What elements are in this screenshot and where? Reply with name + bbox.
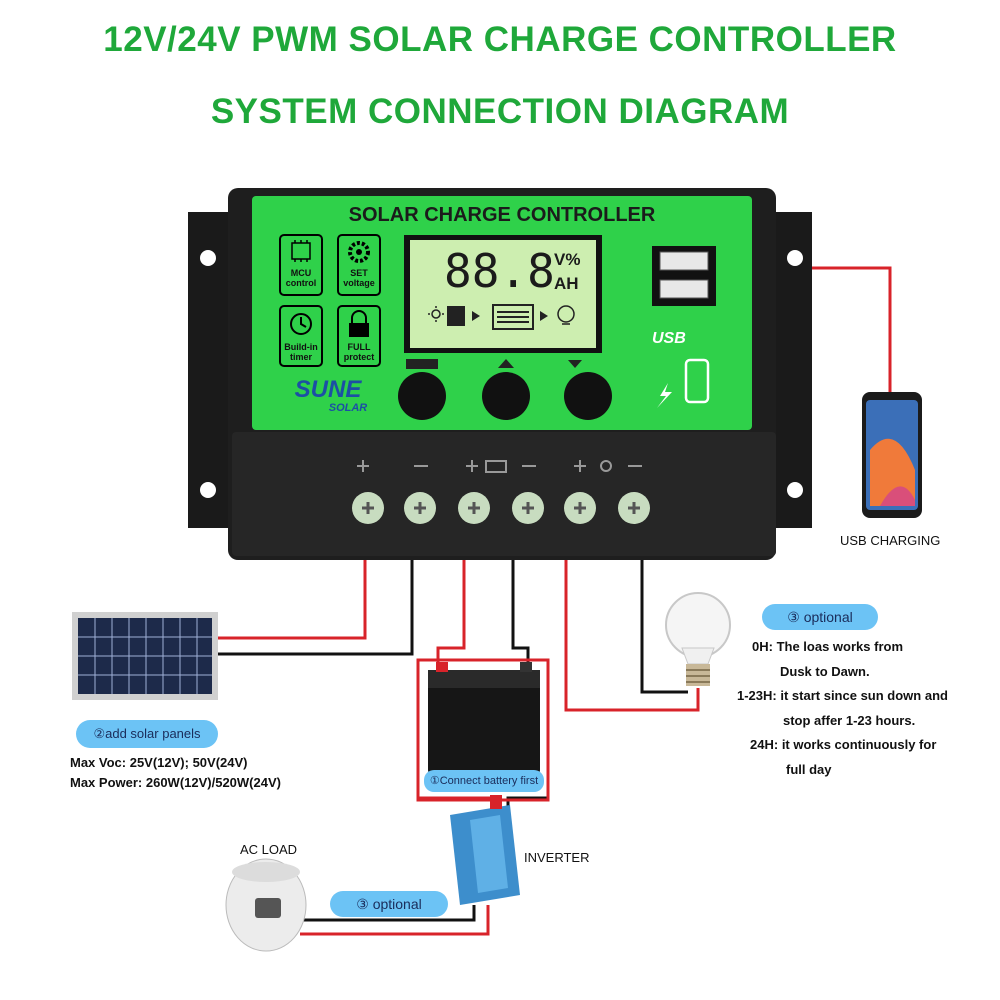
- battery-red-wire: [436, 560, 466, 668]
- inverter-acload-black: [300, 905, 476, 922]
- add-solar-pill: ②add solar panels: [76, 720, 218, 748]
- inverter-icon: [450, 795, 520, 905]
- bulb-lcd-icon: [557, 305, 575, 325]
- ac-load-label: AC LOAD: [240, 842, 298, 857]
- brand-logo: SUNE SOLAR: [294, 376, 368, 415]
- sun-icon: [428, 306, 444, 322]
- phone-icon: [684, 358, 710, 404]
- lightning-icon: [657, 383, 672, 408]
- clock-icon: [290, 313, 312, 335]
- timer-note-0h: 0H: The loas works from Dusk to Dawn.: [752, 639, 903, 679]
- terminal-block: [232, 432, 776, 556]
- terminal-solar-positive: [352, 492, 384, 524]
- minus-button-icon: [568, 360, 582, 368]
- battery-icon: [416, 658, 550, 802]
- terminals: [352, 492, 650, 524]
- battery-lcd-icon: [492, 304, 534, 330]
- load-black-wire: [640, 560, 688, 694]
- usb-port-1: [659, 251, 709, 271]
- plus-button-icon: [498, 359, 514, 368]
- optional-pill-right: ③ optional: [762, 604, 878, 630]
- load-red-wire: [564, 560, 700, 712]
- battery-black-wire: [511, 560, 530, 668]
- max-voc-label: Max Voc: 25V(12V); 50V(24V): [70, 755, 248, 770]
- terminal-solar-negative: [404, 492, 436, 524]
- battery-label-pill: ①Connect battery first: [424, 770, 544, 792]
- solar-black-wire: [218, 560, 414, 656]
- usb-port-2: [659, 279, 709, 299]
- page-title: 12V/24V PWM SOLAR CHARGE CONTROLLER: [103, 20, 897, 59]
- minus-button: [564, 372, 612, 420]
- arrow-right-icon-2: [540, 311, 548, 321]
- menu-button-icon: [406, 359, 438, 369]
- controller-header: SOLAR CHARGE CONTROLLER: [348, 204, 656, 226]
- solar-panel-lcd-icon: [447, 306, 465, 326]
- optional-pill-bottom: ③ optional: [330, 891, 448, 917]
- lcd-digits: 88.8: [444, 244, 555, 298]
- usb-logo: USB: [652, 330, 686, 347]
- left-mount-ear: [188, 212, 232, 528]
- terminal-battery-positive: [458, 492, 490, 524]
- gear-icon: [348, 241, 370, 263]
- lcd-unit-top: V%: [554, 250, 581, 269]
- chip-icon: [291, 240, 311, 262]
- light-bulb-icon: [665, 592, 731, 686]
- charge-controller: [188, 188, 812, 560]
- plus-button: [482, 372, 530, 420]
- terminal-battery-negative: [512, 492, 544, 524]
- terminal-symbols: [357, 460, 642, 473]
- ac-load-icon: [225, 858, 307, 952]
- max-power-label: Max Power: 260W(12V)/520W(24V): [70, 775, 281, 790]
- smartphone-icon: [862, 392, 922, 518]
- inverter-label: INVERTER: [524, 850, 590, 865]
- usb-charging-label: USB CHARGING: [840, 533, 941, 548]
- right-mount-ear: [770, 212, 812, 528]
- solar-panel-icon: [72, 612, 218, 700]
- solar-red-wire: [218, 560, 367, 640]
- inverter-acload-red: [300, 905, 490, 936]
- terminal-load-negative: [618, 492, 650, 524]
- arrow-right-icon: [472, 311, 480, 321]
- terminal-load-positive: [564, 492, 596, 524]
- feature-boxes: [279, 234, 381, 367]
- lock-icon: [349, 310, 369, 337]
- lcd-unit-bottom: AH: [554, 274, 579, 293]
- timer-note-1-23h: 1-23H: it start since sun down and stop …: [737, 688, 948, 728]
- menu-button: [398, 372, 446, 420]
- timer-note-24h: 24H: it works continuously for full day: [750, 737, 937, 777]
- page-subtitle: SYSTEM CONNECTION DIAGRAM: [210, 92, 790, 131]
